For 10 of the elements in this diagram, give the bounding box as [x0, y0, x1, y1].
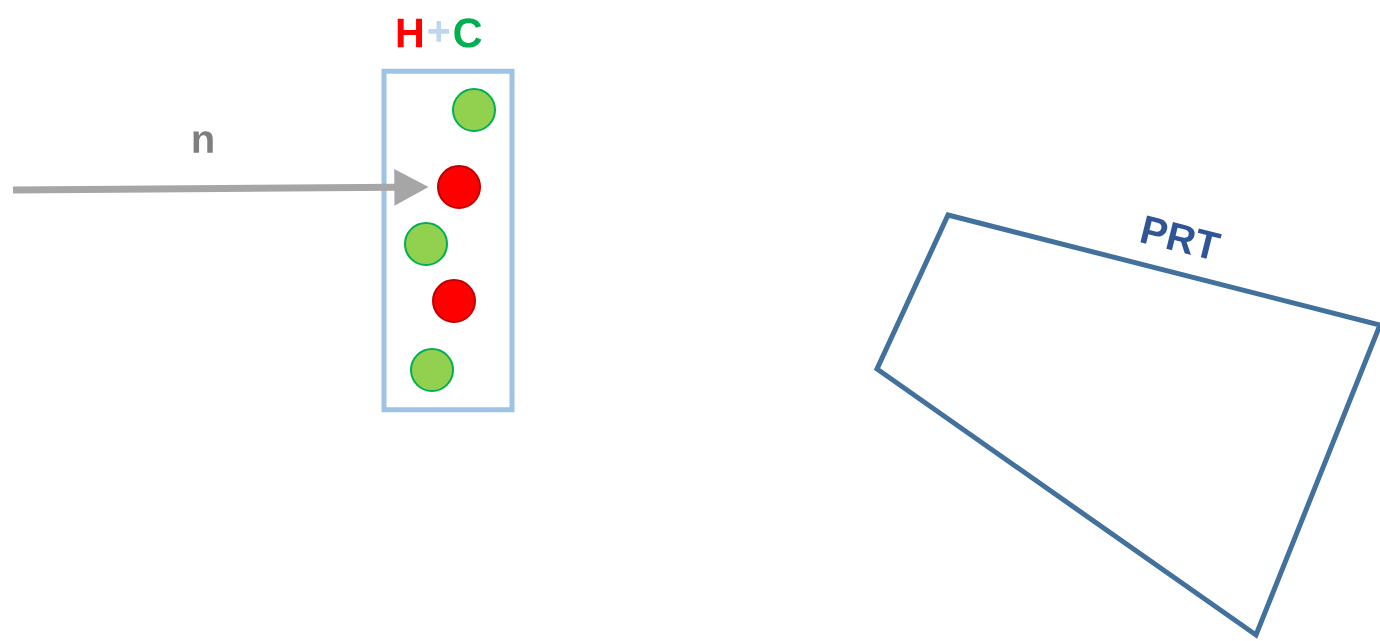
circle — [410, 348, 454, 392]
target-box: H+C — [381, 18, 515, 413]
node-label: + — [428, 20, 450, 42]
circle — [452, 88, 496, 132]
node-label: H — [397, 18, 423, 48]
node-label: C — [454, 18, 482, 48]
circle — [432, 279, 476, 323]
circle — [404, 222, 448, 266]
circle — [437, 165, 481, 209]
edge-label: n — [193, 131, 213, 153]
